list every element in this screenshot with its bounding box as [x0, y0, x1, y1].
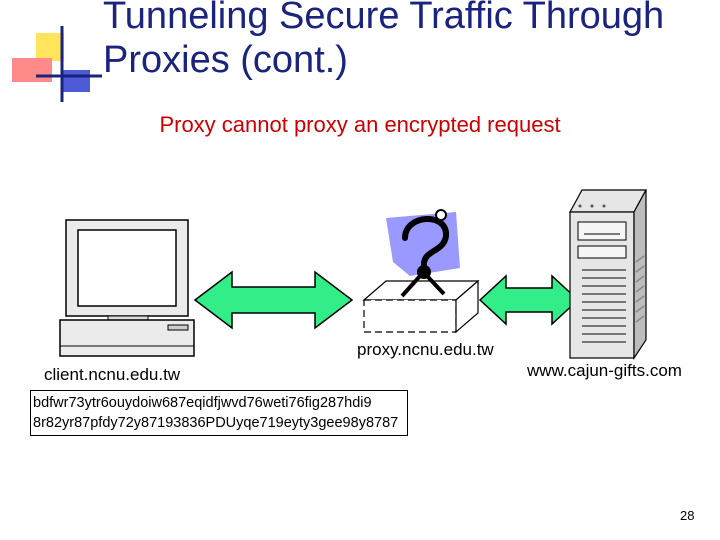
client-label: client.ncnu.edu.tw: [44, 365, 181, 384]
proxy-label: proxy.ncnu.edu.tw: [357, 340, 494, 359]
title-line-1: Tunneling Secure Traffic Through: [103, 0, 665, 37]
slide-subtitle: Proxy cannot proxy an encrypted request: [159, 112, 561, 137]
page-number: 28: [680, 508, 695, 523]
encrypted-line-1: bdfwr73ytr6ouydoiw687eqidfjwvd76weti76fi…: [33, 395, 372, 411]
encrypted-request-box: bdfwr73ytr6ouydoiw687eqidfjwvd76weti76fi…: [30, 390, 408, 436]
title-line-2: Proxies (cont.): [103, 39, 348, 81]
server-label: www.cajun-gifts.com: [527, 361, 682, 380]
slide-title: Tunneling Secure Traffic Through Proxies…: [103, 0, 713, 82]
encrypted-line-2: 8r82yr87pfdy72y87193836PDUyqe719eyty3gee…: [33, 415, 399, 431]
